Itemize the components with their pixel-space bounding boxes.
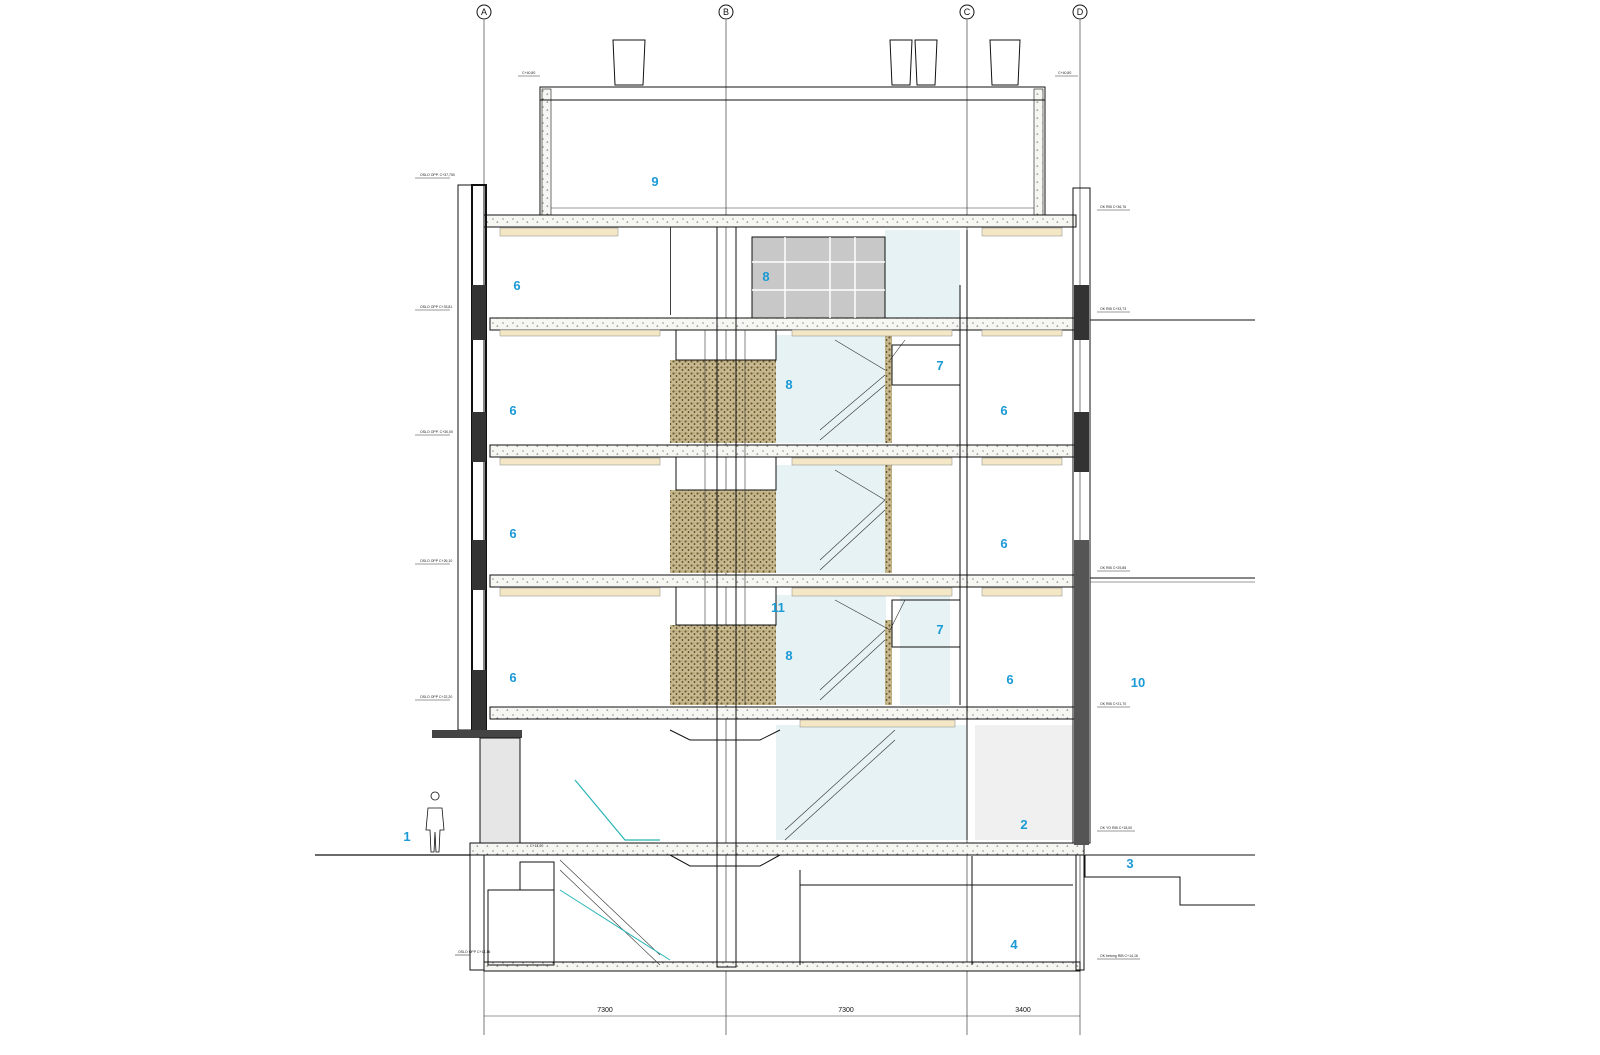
svg-text:9: 9 [651,174,658,189]
grid-bubble-a: A [476,4,492,20]
chimney [889,39,913,86]
svg-text:C+17,90: C+17,90 [530,844,543,848]
textured-core-walls [670,335,892,705]
left-facade [432,184,522,971]
svg-text:OK RIB C+25,85: OK RIB C+25,85 [1100,566,1126,570]
dimension-line: 7300 7300 3400 [484,1007,1080,1017]
svg-text:OSLO OPP. C+30,00: OSLO OPP. C+30,00 [420,430,453,434]
svg-text:6: 6 [509,670,516,685]
room-numbers: 9 6 8 8 7 6 6 6 6 11 7 8 6 6 10 1 2 3 4 [403,174,1145,952]
svg-text:7: 7 [936,358,943,373]
right-facade [1072,187,1091,971]
dimension-a-b: 7300 [597,1007,613,1014]
chimney [612,39,646,86]
svg-text:A: A [481,7,487,17]
roof-penthouse [539,39,1046,216]
svg-text:OK RIB C+36,76: OK RIB C+36,76 [1100,205,1126,209]
svg-text:6: 6 [509,403,516,418]
svg-text:C+40,80: C+40,80 [1058,71,1071,75]
svg-text:11: 11 [771,600,785,615]
svg-text:OK RIB C+21,70: OK RIB C+21,70 [1100,702,1126,706]
grid-bubble-b: B [718,4,734,20]
atrium-window [751,236,886,319]
chimney [914,39,938,86]
svg-text:8: 8 [762,269,769,284]
stair-landing [891,599,961,648]
ceiling-lights [499,227,1063,728]
svg-text:OSLO OPP C+26,10: OSLO OPP C+26,10 [420,559,452,563]
level-markers-right: OK RIB C+36,76 OK RIB C+33,73 OK RIB C+2… [518,71,1140,960]
grid-bubble-d: D [1072,4,1088,20]
svg-text:4: 4 [1010,937,1018,952]
svg-text:OK YO RIB C+18,00: OK YO RIB C+18,00 [1100,826,1132,830]
dimension-c-d: 3400 [1015,1007,1031,1014]
svg-text:OSLO OPP. C+37,750: OSLO OPP. C+37,750 [420,173,455,177]
ground-line [315,319,1255,906]
stair-landing [891,344,961,386]
svg-text:6: 6 [509,526,516,541]
svg-text:7: 7 [936,622,943,637]
stairs [559,339,906,966]
svg-text:6: 6 [1000,403,1007,418]
svg-text:10: 10 [1131,675,1145,690]
chimney [989,39,1021,86]
svg-text:3: 3 [1126,856,1133,871]
svg-text:OSLO OPP C+33,81: OSLO OPP C+33,81 [420,305,452,309]
svg-text:OK RIB C+33,73: OK RIB C+33,73 [1100,307,1126,311]
svg-text:8: 8 [785,648,792,663]
person-figure [425,791,445,853]
svg-text:6: 6 [1000,536,1007,551]
svg-text:C+40,80: C+40,80 [522,71,535,75]
svg-text:2: 2 [1020,817,1027,832]
basement [487,856,1073,966]
level-markers-left: OSLO OPP. C+37,750 OSLO OPP C+33,81 OSLO… [415,173,490,956]
svg-text:OSLO OPP C+22,20: OSLO OPP C+22,20 [420,695,452,699]
svg-text:OK betong RIB C+14,16: OK betong RIB C+14,16 [1100,954,1138,958]
floor-slabs [469,214,1085,972]
svg-text:OSLO OPP C+14,16: OSLO OPP C+14,16 [458,950,490,954]
grid-bubble-c: C [959,4,975,20]
svg-text:8: 8 [785,377,792,392]
svg-text:1: 1 [403,829,410,844]
svg-text:6: 6 [1006,672,1013,687]
svg-text:B: B [723,7,729,17]
svg-text:D: D [1077,7,1084,17]
dimension-b-c: 7300 [838,1007,854,1014]
svg-text:C: C [964,7,971,17]
glass-stair-zones [776,230,1073,840]
svg-text:6: 6 [513,278,520,293]
